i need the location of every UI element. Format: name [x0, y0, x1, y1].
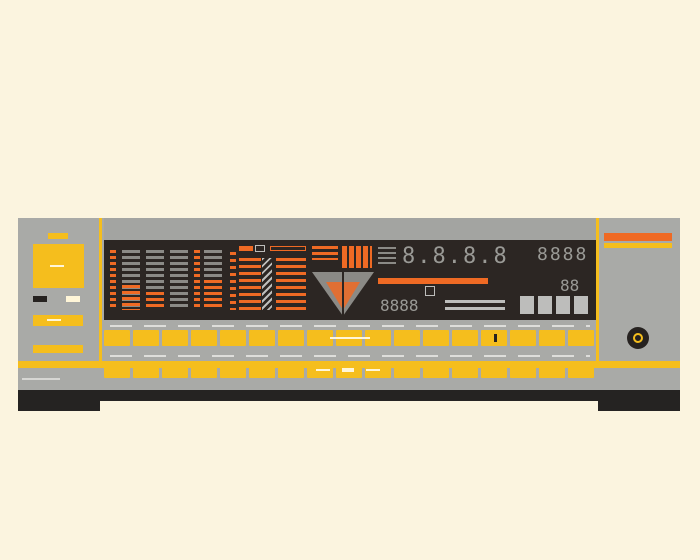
track-display: 88: [560, 276, 580, 295]
center-button-mark: [330, 337, 370, 339]
lower-button[interactable]: [133, 362, 159, 378]
lower-button[interactable]: [220, 362, 246, 378]
lower-button[interactable]: [452, 362, 478, 378]
power-button-mark: [50, 265, 64, 267]
eq-label-1: [239, 246, 253, 251]
upper-button[interactable]: [539, 330, 565, 346]
upper-button[interactable]: [452, 330, 478, 346]
upper-button[interactable]: [365, 330, 391, 346]
upper-button[interactable]: [568, 330, 594, 346]
status-blocks: [520, 296, 590, 314]
lower-button-mark-3: [366, 369, 380, 371]
upper-button-mark: [494, 334, 497, 342]
mode-button-mark: [47, 319, 61, 321]
lower-button[interactable]: [568, 362, 594, 378]
upper-button[interactable]: [394, 330, 420, 346]
lower-button[interactable]: [481, 362, 507, 378]
eq-band-2: [262, 258, 272, 310]
lower-button-mark-1: [316, 369, 330, 371]
lower-button[interactable]: [510, 362, 536, 378]
lower-button[interactable]: [249, 362, 275, 378]
lower-button-labels: [110, 355, 590, 357]
display-bezel: [104, 218, 596, 240]
signal-bar: [378, 278, 488, 284]
receiver-base: [18, 390, 680, 401]
brand-plate-stripe: [604, 243, 672, 248]
info-lines: [445, 300, 505, 314]
channel-labels: [312, 246, 338, 260]
mode-indicator-right: [66, 296, 80, 302]
left-foot: [18, 400, 100, 411]
lower-button[interactable]: [104, 362, 130, 378]
secondary-display: 8888: [537, 244, 589, 265]
upper-button-labels: [110, 325, 590, 327]
counter-display: 8888: [380, 296, 419, 315]
eq-band-3: [276, 258, 306, 310]
meter-bar-1-level: [122, 285, 140, 310]
eq-band-1: [239, 258, 261, 310]
power-indicator: [48, 233, 68, 239]
upper-button[interactable]: [191, 330, 217, 346]
meter-scale-1: [110, 250, 116, 310]
eq-label-2: [270, 246, 306, 251]
upper-button[interactable]: [162, 330, 188, 346]
band-indicator: [378, 247, 396, 267]
upper-button[interactable]: [104, 330, 130, 346]
channel-grid: [342, 246, 372, 268]
level-triangle: [312, 272, 374, 316]
play-icon: [425, 286, 435, 296]
right-foot: [598, 400, 680, 411]
upper-button[interactable]: [423, 330, 449, 346]
eq-scale: [230, 252, 236, 310]
lower-button[interactable]: [191, 362, 217, 378]
upper-button[interactable]: [249, 330, 275, 346]
selector-button[interactable]: [33, 345, 83, 353]
meter-bar-4-level: [204, 280, 222, 310]
brand-label: [22, 378, 60, 380]
upper-button-row: [104, 330, 594, 346]
frequency-display: 8.8.8.8: [402, 244, 509, 269]
meter-bar-2-level: [146, 292, 164, 310]
upper-button[interactable]: [278, 330, 304, 346]
lower-button[interactable]: [394, 362, 420, 378]
mode-indicator-left: [33, 296, 47, 302]
right-divider: [596, 218, 599, 361]
meter-scale-2: [194, 250, 200, 310]
meter-bar-3: [170, 250, 188, 310]
lower-button[interactable]: [278, 362, 304, 378]
lower-button[interactable]: [539, 362, 565, 378]
lower-button[interactable]: [162, 362, 188, 378]
upper-button[interactable]: [133, 330, 159, 346]
left-divider: [99, 218, 102, 361]
upper-button[interactable]: [307, 330, 333, 346]
headphone-jack-ring: [633, 333, 643, 343]
eq-icon: [255, 245, 265, 252]
lower-button[interactable]: [423, 362, 449, 378]
brand-plate: [604, 233, 672, 241]
lower-button-mark-2: [342, 368, 354, 372]
upper-button[interactable]: [510, 330, 536, 346]
upper-button[interactable]: [220, 330, 246, 346]
